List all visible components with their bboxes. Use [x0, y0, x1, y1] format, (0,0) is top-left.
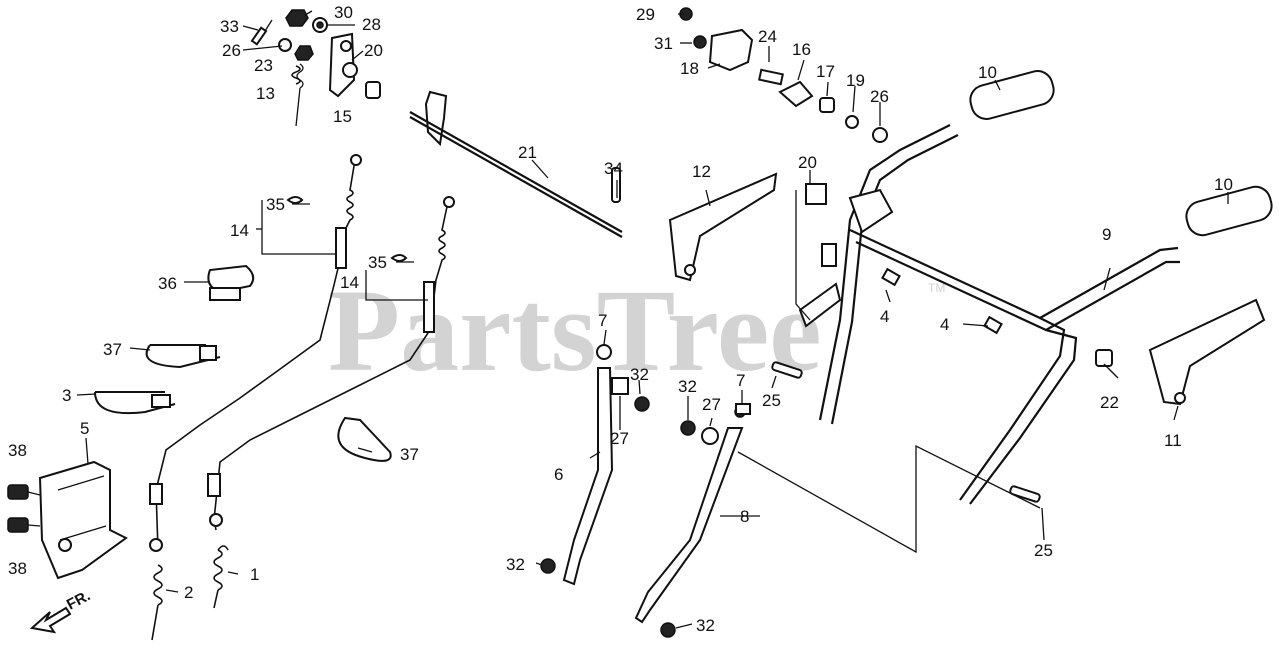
- callout-38[interactable]: 38: [8, 441, 27, 460]
- callout-19[interactable]: 19: [846, 71, 865, 90]
- callout-37[interactable]: 37: [103, 340, 122, 359]
- callout-25[interactable]: 25: [762, 391, 781, 410]
- callout-8[interactable]: 8: [740, 507, 749, 526]
- callout-11[interactable]: 11: [1164, 431, 1182, 450]
- callout-32[interactable]: 32: [630, 365, 649, 384]
- callout-28[interactable]: 28: [362, 15, 381, 34]
- callout-27[interactable]: 27: [610, 429, 629, 448]
- callout-6[interactable]: 6: [554, 465, 563, 484]
- callout-26[interactable]: 26: [222, 41, 241, 60]
- control-rod: [409, 90, 623, 238]
- springs: [151, 545, 229, 641]
- callout-20[interactable]: 20: [364, 41, 383, 60]
- callout-10[interactable]: 10: [1214, 175, 1233, 194]
- callout-32[interactable]: 32: [678, 377, 697, 396]
- callout-12[interactable]: 12: [692, 162, 711, 181]
- callout-30[interactable]: 30: [334, 3, 353, 22]
- clamps: [94, 264, 392, 462]
- callout-14[interactable]: 14: [230, 221, 249, 240]
- front-label: FR.: [64, 587, 93, 613]
- callout-32[interactable]: 32: [506, 555, 525, 574]
- callout-18[interactable]: 18: [680, 59, 699, 78]
- callout-21[interactable]: 21: [518, 143, 537, 162]
- callouts: 33 30 28 26 23 20 13 15 21 34 35 14 35 1…: [8, 3, 1233, 635]
- levers: [668, 172, 1266, 406]
- callout-23[interactable]: 23: [254, 56, 273, 75]
- bracket-assembly: [250, 9, 381, 127]
- callout-7[interactable]: 7: [598, 311, 607, 330]
- callout-24[interactable]: 24: [758, 27, 777, 46]
- watermark-text: PartsTree: [328, 265, 822, 396]
- callout-9[interactable]: 9: [1102, 225, 1111, 244]
- cables: [149, 154, 455, 552]
- handle-frame: [798, 124, 1180, 505]
- grips: [969, 70, 1273, 237]
- cover-bracket: [7, 460, 128, 580]
- callout-3[interactable]: 3: [62, 386, 71, 405]
- callout-10[interactable]: 10: [978, 63, 997, 82]
- callout-26[interactable]: 26: [870, 87, 889, 106]
- lower-stays: [540, 344, 746, 638]
- callout-7[interactable]: 7: [736, 371, 745, 390]
- callout-16[interactable]: 16: [792, 40, 811, 59]
- callout-15[interactable]: 15: [333, 107, 352, 126]
- callout-17[interactable]: 17: [816, 62, 835, 81]
- callout-37[interactable]: 37: [400, 445, 419, 464]
- callout-34[interactable]: 34: [604, 159, 623, 178]
- callout-25[interactable]: 25: [1034, 541, 1053, 560]
- callout-4[interactable]: 4: [940, 315, 949, 334]
- callout-33[interactable]: 33: [220, 17, 239, 36]
- callout-5[interactable]: 5: [80, 419, 89, 438]
- callout-32[interactable]: 32: [696, 616, 715, 635]
- callout-22[interactable]: 22: [1100, 393, 1119, 412]
- callout-35[interactable]: 35: [368, 253, 387, 272]
- callout-36[interactable]: 36: [158, 274, 177, 293]
- leader-lines: [76, 10, 1229, 629]
- callout-35[interactable]: 35: [266, 195, 285, 214]
- callout-38[interactable]: 38: [8, 559, 27, 578]
- callout-13[interactable]: 13: [256, 84, 275, 103]
- front-arrow-icon: [29, 606, 72, 634]
- callout-20[interactable]: 20: [798, 153, 817, 172]
- callout-14[interactable]: 14: [340, 273, 359, 292]
- callout-2[interactable]: 2: [184, 583, 193, 602]
- callout-31[interactable]: 31: [654, 34, 673, 53]
- watermark-trademark: TM: [928, 281, 945, 295]
- callout-27[interactable]: 27: [702, 395, 721, 414]
- front-direction-indicator: FR.: [29, 587, 93, 634]
- callout-29[interactable]: 29: [636, 5, 655, 24]
- small-parts: [679, 7, 1113, 503]
- callout-1[interactable]: 1: [250, 565, 259, 584]
- callout-4[interactable]: 4: [880, 307, 889, 326]
